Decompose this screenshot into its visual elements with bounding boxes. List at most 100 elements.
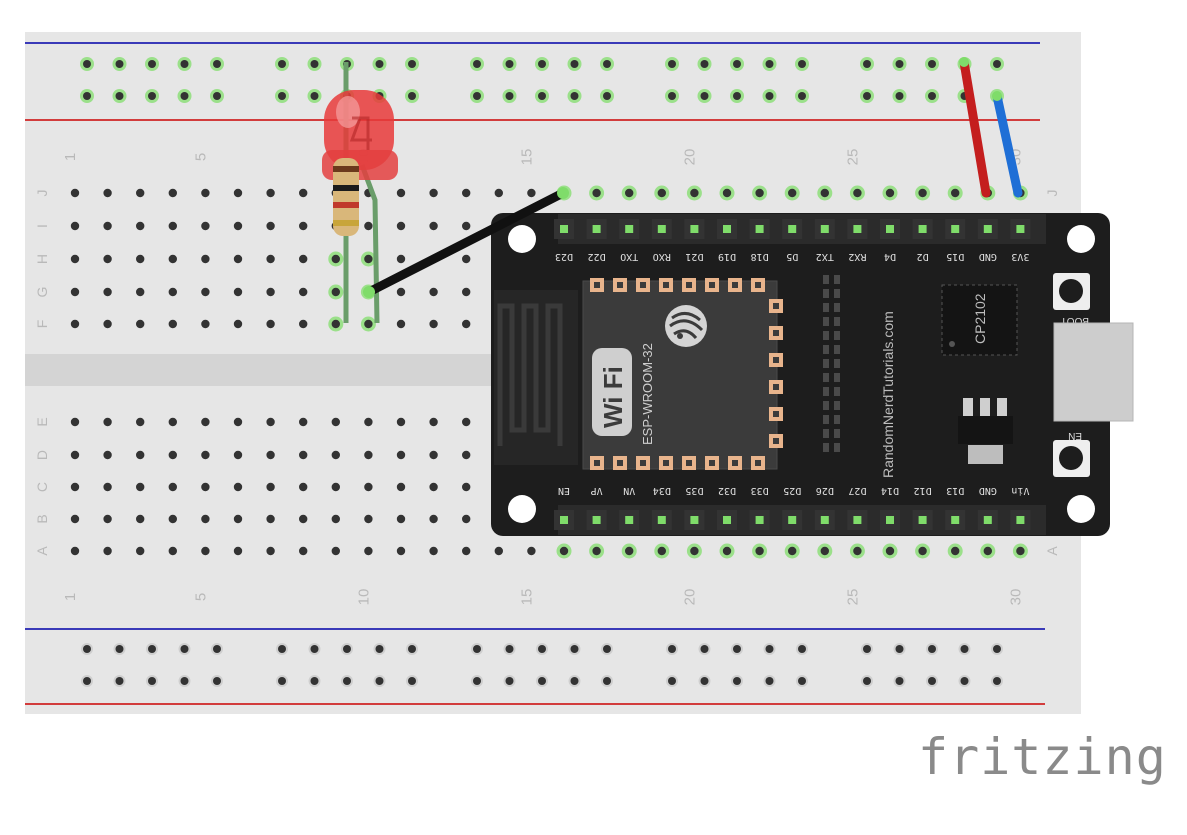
regulator-tab [997, 398, 1007, 416]
rail-hole-center [278, 60, 286, 68]
header-pin [625, 225, 634, 233]
pin-pad [823, 443, 829, 452]
terminal-hole [266, 450, 275, 460]
top-pin-label: D2 [917, 251, 929, 262]
top-pin-label: RX2 [848, 251, 866, 262]
bottom-pin-label: D32 [718, 485, 736, 496]
rail-hole-center [473, 92, 481, 100]
rail-hole-center [408, 677, 416, 685]
rail-hole-center [895, 60, 904, 68]
header-pin [1016, 225, 1025, 233]
header-pin [690, 225, 699, 233]
rail-hole-center [278, 645, 286, 653]
en-label: EN [1068, 430, 1082, 441]
rail-hole-center [603, 677, 611, 685]
terminal-hole [331, 254, 340, 264]
terminal-hole [722, 188, 732, 198]
header-pin [853, 225, 862, 233]
header-pin [951, 225, 960, 233]
rail-hole-center [960, 677, 969, 685]
column-number: 5 [192, 153, 209, 161]
column-number: 30 [1007, 589, 1024, 606]
pin-pad [823, 373, 829, 382]
top-pin-label: RXO [653, 251, 671, 262]
terminal-hole [331, 546, 340, 556]
terminal-hole [885, 546, 895, 556]
module-pad-center [709, 460, 715, 466]
rail-hole-center [375, 60, 384, 68]
pin-pad [823, 289, 829, 298]
top-pin-label: 3V3 [1011, 251, 1029, 262]
bottom-pin-label: VN [623, 485, 635, 496]
top-pin-label: D4 [884, 251, 896, 262]
rail-hole-center [148, 645, 156, 653]
header-pin [983, 516, 992, 524]
rail-hole-center [765, 677, 774, 685]
terminal-hole [233, 546, 243, 556]
regulator-tab [963, 398, 973, 416]
terminal-hole [820, 188, 829, 198]
top-pin-label: TX2 [816, 251, 834, 262]
terminal-hole [396, 254, 406, 264]
terminal-hole [527, 546, 536, 556]
terminal-hole [70, 254, 80, 264]
terminal-hole [201, 188, 210, 198]
terminal-hole [266, 417, 275, 427]
terminal-hole [103, 254, 112, 264]
terminal-hole [70, 319, 80, 329]
rail-hole-center [278, 677, 286, 685]
regulator-tab [980, 398, 990, 416]
terminal-hole [136, 254, 145, 264]
header-pin [657, 516, 666, 524]
pin-pad [823, 317, 829, 326]
pin-pad [834, 387, 840, 396]
rail-hole-center [863, 677, 871, 685]
module-pad-center [773, 438, 779, 444]
header-pin [560, 225, 568, 233]
column-number: 15 [518, 589, 535, 606]
terminal-hole [266, 221, 275, 231]
header-pin [951, 516, 960, 524]
row-label: J [34, 190, 50, 197]
terminal-hole [103, 287, 112, 297]
rail-hole-center [928, 645, 936, 653]
terminal-hole [462, 188, 471, 198]
rail-hole-center [538, 60, 546, 68]
rail-hole-center [668, 677, 676, 685]
terminal-hole [396, 546, 406, 556]
en-button-cap [1059, 446, 1083, 470]
terminal-hole [364, 417, 373, 427]
terminal-hole [136, 546, 145, 556]
rail-hole-center [278, 92, 286, 100]
header-pin [592, 225, 601, 233]
rail-hole-center [798, 645, 806, 653]
pin-pad [834, 275, 840, 284]
terminal-hole [70, 546, 80, 556]
terminal-hole [462, 287, 471, 297]
black-wire [364, 188, 568, 297]
rail-hole-center [668, 60, 676, 68]
terminal-hole [233, 482, 243, 492]
row-label: A [34, 546, 50, 556]
regulator [958, 416, 1013, 444]
terminal-hole [103, 482, 112, 492]
rail-hole-center [213, 677, 221, 685]
pin-pad [834, 373, 840, 382]
terminal-hole [201, 482, 210, 492]
terminal-hole [885, 188, 895, 198]
terminal-hole [233, 319, 243, 329]
rail-hole-center [765, 60, 774, 68]
terminal-hole [201, 514, 210, 524]
terminal-hole [266, 546, 275, 556]
rail-hole-center [473, 60, 481, 68]
terminal-hole [201, 221, 210, 231]
row-label: E [34, 417, 50, 426]
terminal-hole [136, 450, 145, 460]
pin-pad [834, 443, 840, 452]
terminal-hole [462, 417, 471, 427]
pin-pad [834, 289, 840, 298]
terminal-hole [918, 546, 927, 556]
resistor [333, 158, 359, 236]
